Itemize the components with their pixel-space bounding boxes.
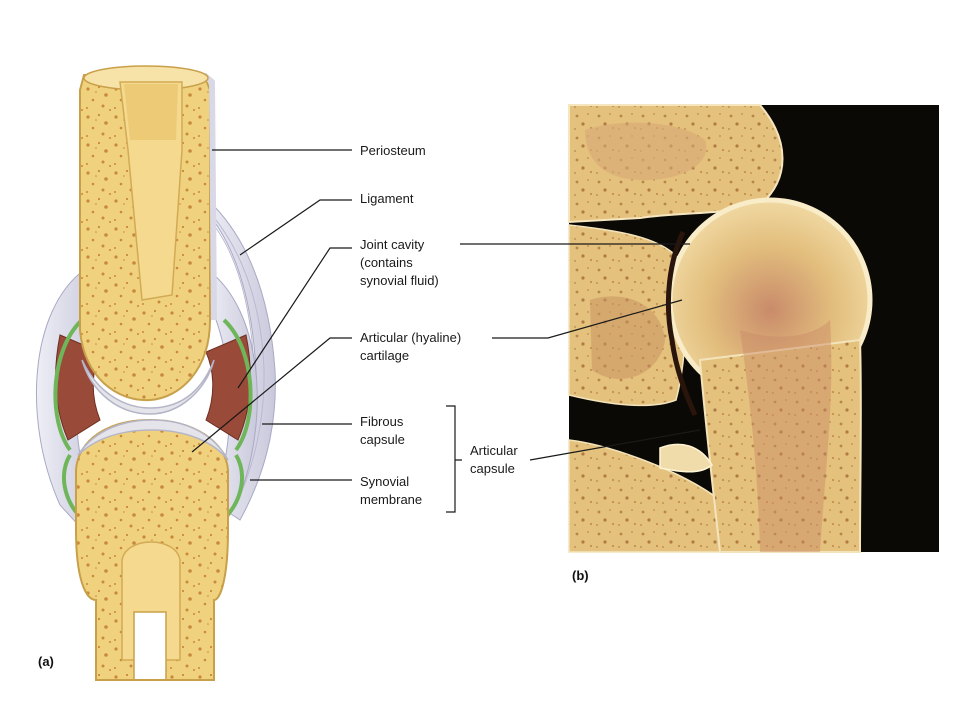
label-fibrous-capsule-1: Fibrous <box>360 414 404 429</box>
synovial-membrane-line <box>53 318 253 527</box>
label-articular-capsule-2: capsule <box>470 461 515 476</box>
panel-label-b: (b) <box>572 568 589 583</box>
leader-articular-capsule-photo <box>529 429 701 461</box>
label-articular-cartilage-2: cartilage <box>360 348 409 363</box>
articular-cartilage-upper <box>81 359 215 415</box>
label-articular-cartilage-1: Articular (hyaline) <box>360 330 461 345</box>
label-joint-cavity-1: Joint cavity <box>360 237 425 252</box>
label-joint-cavity-3: synovial fluid) <box>360 273 439 288</box>
leader-articular-cartilage <box>191 337 352 453</box>
humeral-shaft <box>698 338 862 553</box>
label-joint-cavity-2: (contains <box>360 255 413 270</box>
label-ligament: Ligament <box>360 191 414 206</box>
articular-cartilage-lower <box>77 419 229 461</box>
label-fibrous-capsule-2: capsule <box>360 432 405 447</box>
panel-label-a: (a) <box>38 654 54 669</box>
labels: Periosteum Ligament Joint cavity (contai… <box>38 143 589 669</box>
leader-joint-cavity <box>237 247 352 389</box>
leader-cartilage-photo <box>492 299 683 339</box>
label-synovial-membrane-1: Synovial <box>360 474 409 489</box>
label-periosteum: Periosteum <box>360 143 426 158</box>
label-articular-capsule-1: Articular <box>470 443 518 458</box>
joint-photograph <box>568 104 939 553</box>
leader-lines <box>191 149 701 513</box>
synovial-joint-illustration <box>35 65 276 681</box>
label-synovial-membrane-2: membrane <box>360 492 422 507</box>
leader-ligament <box>239 199 352 256</box>
capsule-bracket <box>446 405 462 513</box>
